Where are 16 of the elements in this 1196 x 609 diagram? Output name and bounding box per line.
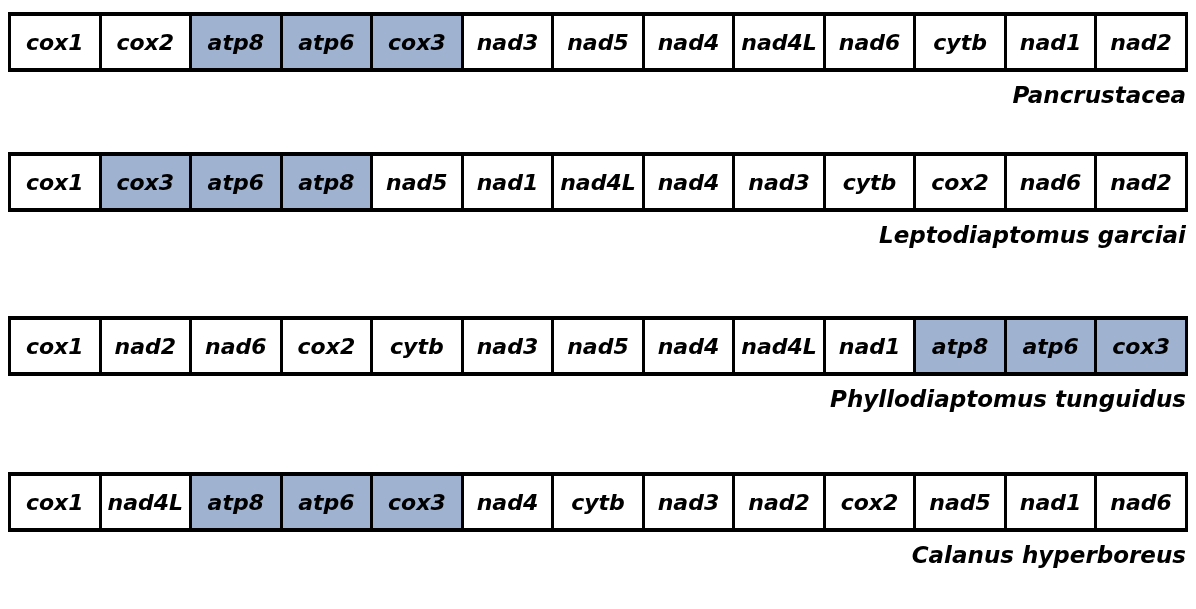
gene-box: atp6 — [282, 476, 374, 528]
species-name: Pancrustacea — [1011, 82, 1187, 108]
species-name: Leptodiaptomus garciai — [878, 222, 1187, 248]
gene-box: atp6 — [282, 16, 374, 68]
gene-box: atp8 — [916, 320, 1007, 372]
species-name: Calanus hyperboreus — [910, 542, 1187, 568]
species-name: Phyllodiaptomus tunguidus — [829, 386, 1187, 412]
gene-box: atp6 — [1006, 320, 1098, 372]
gene-box: atp8 — [282, 156, 374, 208]
gene-box: cox3 — [1097, 320, 1188, 372]
gene-box: atp6 — [192, 156, 283, 208]
gene-box: atp8 — [192, 16, 283, 68]
gene-box: cox3 — [373, 16, 464, 68]
gene-box: cox3 — [373, 476, 464, 528]
gene-box: cox3 — [101, 156, 193, 208]
gene-box: atp8 — [192, 476, 283, 528]
